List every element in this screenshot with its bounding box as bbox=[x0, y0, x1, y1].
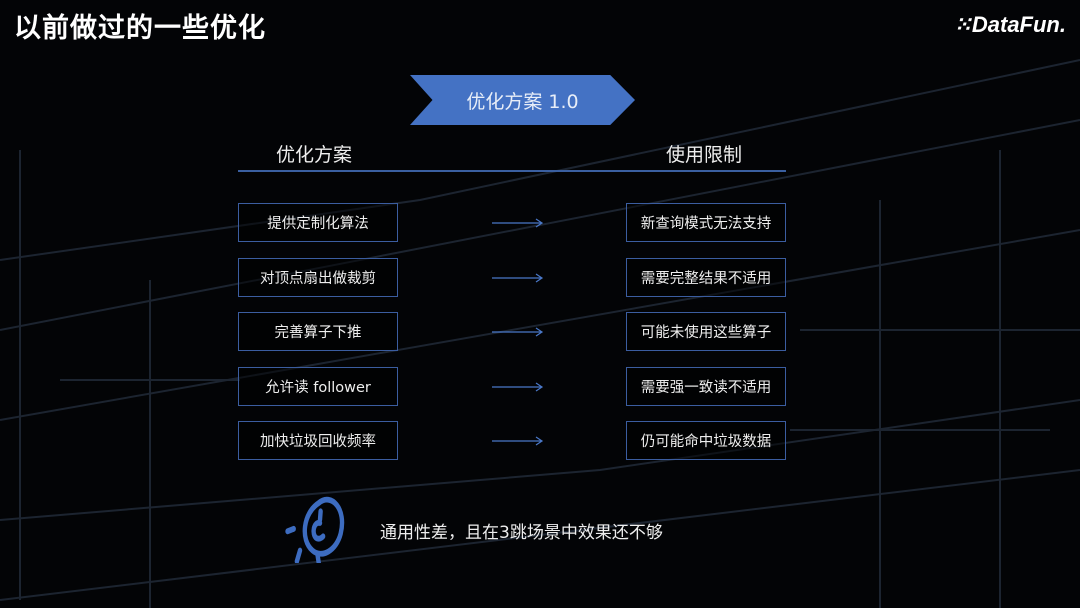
header-limit: 使用限制 bbox=[666, 144, 743, 166]
footer-note: 通用性差，且在3跳场景中效果还不够 bbox=[380, 523, 663, 543]
arrow-icon bbox=[492, 436, 544, 446]
solution-box: 完善算子下推 bbox=[238, 312, 398, 351]
solution-box: 加快垃圾回收频率 bbox=[238, 421, 398, 460]
header-divider bbox=[238, 170, 786, 172]
solution-box: 允许读 follower bbox=[238, 366, 398, 406]
limit-box: 仍可能命中垃圾数据 bbox=[626, 421, 786, 460]
slide-title: 以前做过的一些优化 bbox=[14, 13, 266, 44]
banner: 优化方案 1.0 bbox=[410, 75, 635, 125]
arrow-icon bbox=[492, 382, 544, 391]
limit-box: 新查询模式无法支持 bbox=[626, 203, 786, 242]
limit-box: 需要完整结果不适用 bbox=[626, 257, 786, 297]
header-solution: 优化方案 bbox=[276, 144, 353, 166]
arrow-icon bbox=[492, 218, 544, 228]
limit-box: 可能未使用这些算子 bbox=[626, 312, 786, 351]
logo-text: DataFun. bbox=[971, 12, 1066, 37]
solution-box: 提供定制化算法 bbox=[238, 203, 398, 242]
arrow-icon bbox=[492, 273, 544, 282]
lightbulb-icon bbox=[285, 496, 345, 563]
arrow-icon bbox=[492, 327, 544, 337]
solution-box: 对顶点扇出做裁剪 bbox=[238, 257, 398, 297]
limit-box: 需要强一致读不适用 bbox=[626, 366, 786, 406]
datafun-logo: ⁙DataFun. bbox=[953, 12, 1066, 37]
